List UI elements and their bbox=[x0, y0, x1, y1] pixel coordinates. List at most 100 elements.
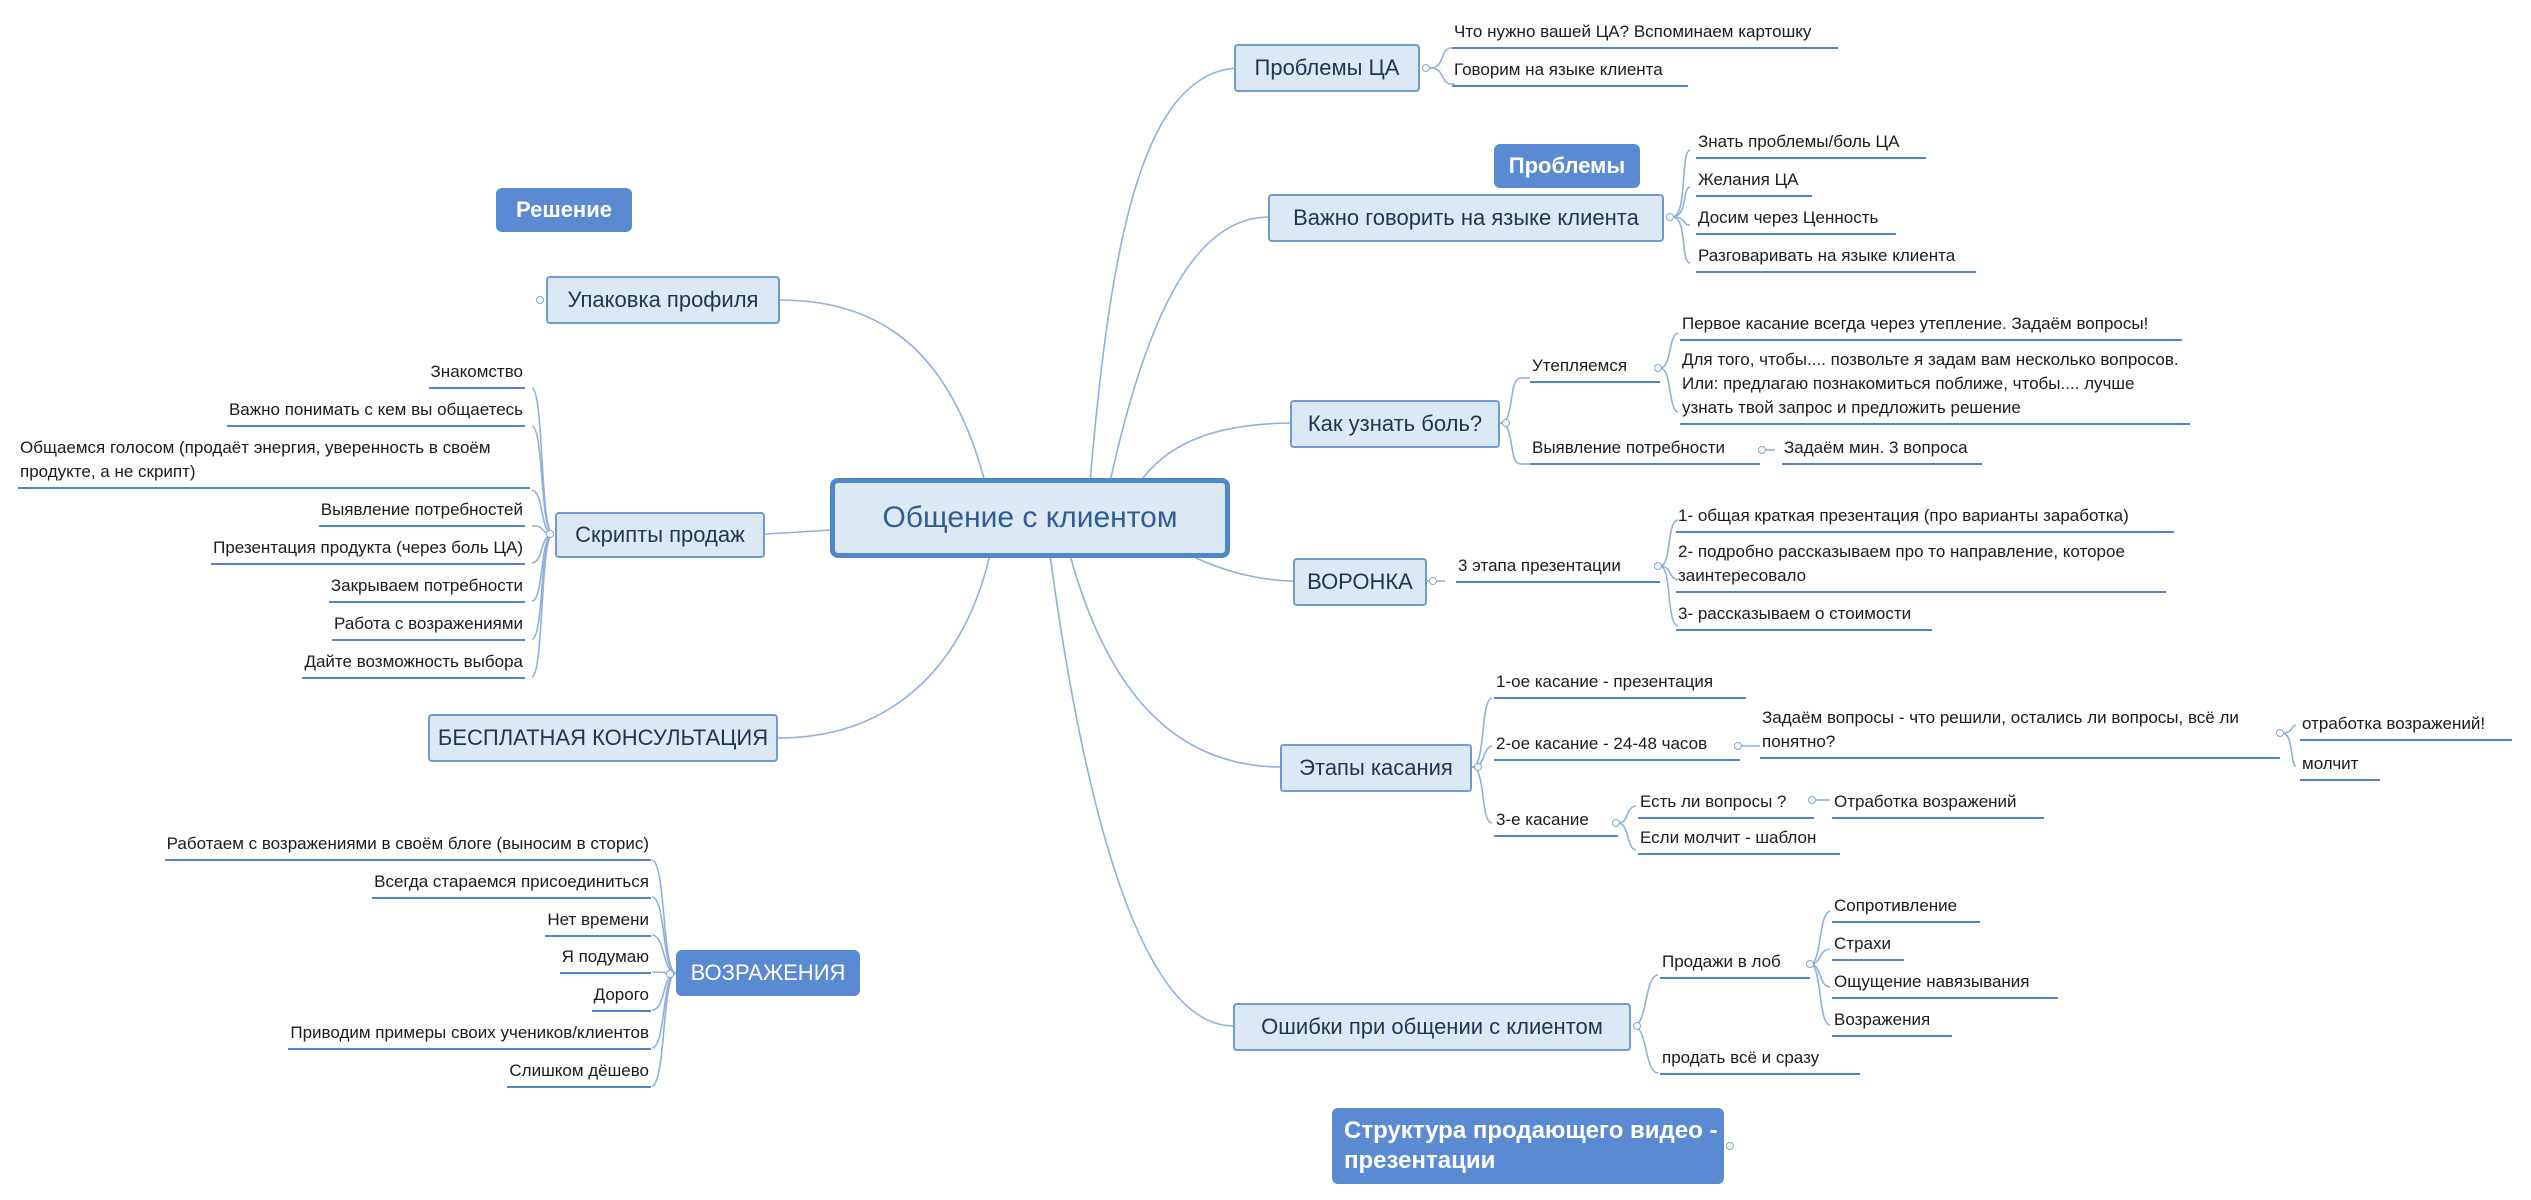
collapse-handle-problemy-ca[interactable] bbox=[1422, 64, 1430, 72]
skripty-item-5: Презентация продукта (через боль ЦА) bbox=[211, 536, 525, 565]
vozrazheniya-item-5: Дорого bbox=[591, 983, 651, 1012]
etapy-second-item-1: отработка возражений! bbox=[2300, 712, 2512, 741]
bol-vyyavlenie: Выявление потребности bbox=[1530, 436, 1760, 465]
collapse-handle-etapy-third[interactable] bbox=[1612, 819, 1620, 827]
link-vazhno bbox=[1109, 216, 1269, 483]
branch-oshibki[interactable]: Ошибки при общении с клиентом bbox=[1233, 1003, 1631, 1051]
vazhno-item-4: Разговаривать на языке клиента bbox=[1696, 244, 1976, 273]
problemy-ca-item-2: Говорим на языке клиента bbox=[1452, 58, 1688, 87]
collapse-handle-voronka-sub[interactable] bbox=[1654, 562, 1662, 570]
floating-topic-struktura-label: Структура продающего видео - презентации bbox=[1344, 1117, 1718, 1174]
branch-vazhno[interactable]: Важно говорить на языке клиента bbox=[1268, 194, 1664, 242]
vozrazheniya-item-7: Слишком дёшево bbox=[507, 1059, 651, 1088]
branch-problemy-ca[interactable]: Проблемы ЦА bbox=[1234, 44, 1420, 92]
etapy-third-q1: Есть ли вопросы ? bbox=[1638, 790, 1814, 819]
floating-topic-struktura[interactable]: Структура продающего видео - презентации bbox=[1332, 1108, 1724, 1184]
branch-upakovka-label: Упаковка профиля bbox=[567, 287, 759, 312]
branch-skripty-label: Скрипты продаж bbox=[575, 522, 745, 547]
collapse-handle-voronka[interactable] bbox=[1429, 577, 1437, 585]
voronka-item-1: 1- общая краткая презентация (про вариан… bbox=[1676, 504, 2174, 533]
oshibki-lob: Продажи в лоб bbox=[1660, 950, 1810, 979]
bol-uteplyaemsya: Утепляемся bbox=[1530, 354, 1660, 383]
voronka-item-3: 3- рассказываем о стоимости bbox=[1676, 602, 1932, 631]
collapse-handle-upakovka[interactable] bbox=[536, 296, 544, 304]
branch-problemy-ca-label: Проблемы ЦА bbox=[1254, 55, 1400, 80]
branch-bol-label: Как узнать боль? bbox=[1307, 411, 1483, 436]
collapse-handle-vozrazheniya[interactable] bbox=[666, 970, 674, 978]
vozrazheniya-item-3: Нет времени bbox=[545, 908, 651, 937]
central-topic-label: Общение с клиентом bbox=[882, 501, 1178, 534]
voronka-item-2: 2- подробно рассказываем про то направле… bbox=[1676, 540, 2166, 593]
skripty-item-7: Работа с возражениями bbox=[332, 612, 525, 641]
etapy-third-q2: Если молчит - шаблон bbox=[1638, 826, 1840, 855]
skripty-item-6: Закрываем потребности bbox=[328, 574, 525, 603]
oshibki-lob-item-3: Ощущение навязывания bbox=[1832, 970, 2058, 999]
collapse-handle-vyyavlenie[interactable] bbox=[1758, 446, 1766, 454]
skripty-item-8: Дайте возможность выбора bbox=[302, 650, 525, 679]
etapy-first: 1-ое касание - презентация bbox=[1494, 670, 1746, 699]
collapse-handle-bol[interactable] bbox=[1502, 419, 1510, 427]
oshibki-lob-item-1: Сопротивление bbox=[1832, 894, 1980, 923]
skripty-item-3: Общаемся голосом (продаёт энергия, увере… bbox=[18, 436, 530, 489]
collapse-handle-skripty[interactable] bbox=[546, 530, 554, 538]
vazhno-item-2: Желания ЦА bbox=[1696, 168, 1812, 197]
branch-upakovka[interactable]: Упаковка профиля bbox=[546, 276, 780, 324]
etapy-third-q1-item: Отработка возражений bbox=[1832, 790, 2044, 819]
branch-konsult[interactable]: БЕСПЛАТНАЯ КОНСУЛЬТАЦИЯ bbox=[428, 714, 778, 762]
branch-vozrazheniya-label: ВОЗРАЖЕНИЯ bbox=[690, 960, 846, 985]
floating-topic-reshenie-label: Решение bbox=[516, 197, 612, 222]
vozrazheniya-item-4: Я подумаю bbox=[559, 945, 651, 974]
vozrazheniya-item-1: Работаем с возражениями в своём блоге (в… bbox=[164, 832, 651, 861]
link-konsult bbox=[777, 554, 991, 739]
oshibki-lob-item-2: Страхи bbox=[1832, 932, 1904, 961]
collapse-handle-oshibki[interactable] bbox=[1633, 1022, 1641, 1030]
collapse-handle-uteplyaemsya[interactable] bbox=[1654, 364, 1662, 372]
branch-voronka[interactable]: ВОРОНКА bbox=[1293, 558, 1427, 606]
collapse-handle-etapy-third-q1[interactable] bbox=[1808, 796, 1816, 804]
etapy-third: 3-е касание bbox=[1494, 808, 1618, 837]
branch-bol[interactable]: Как узнать боль? bbox=[1290, 400, 1500, 448]
problemy-ca-item-1: Что нужно вашей ЦА? Вспоминаем картошку bbox=[1452, 20, 1838, 49]
etapy-second: 2-ое касание - 24-48 часов bbox=[1494, 732, 1740, 761]
branch-etapy-label: Этапы касания bbox=[1299, 755, 1453, 780]
link-upakovka bbox=[779, 299, 986, 483]
collapse-handle-etapy[interactable] bbox=[1474, 763, 1482, 771]
bol-utepl-item-1: Первое касание всегда через утепление. З… bbox=[1680, 312, 2182, 341]
link-skripty bbox=[764, 529, 831, 535]
branch-vazhno-label: Важно говорить на языке клиента bbox=[1293, 205, 1639, 230]
collapse-handle-oshibki-lob[interactable] bbox=[1806, 960, 1814, 968]
vazhno-item-1: Знать проблемы/боль ЦА bbox=[1696, 130, 1926, 159]
collapse-handle-vazhno[interactable] bbox=[1666, 213, 1674, 221]
bol-utepl-item-2: Для того, чтобы.... позвольте я задам ва… bbox=[1680, 348, 2190, 425]
branch-oshibki-label: Ошибки при общении с клиентом bbox=[1261, 1014, 1603, 1039]
branch-etapy[interactable]: Этапы касания bbox=[1280, 744, 1472, 792]
floating-topic-problemy-label: Проблемы bbox=[1508, 153, 1626, 178]
collapse-handle-etapy-second-q[interactable] bbox=[2276, 729, 2284, 737]
voronka-sub: 3 этапа презентации bbox=[1456, 554, 1660, 583]
branch-voronka-label: ВОРОНКА bbox=[1307, 569, 1413, 594]
central-topic[interactable]: Общение с клиентом bbox=[830, 478, 1230, 558]
etapy-second-item-2: молчит bbox=[2300, 752, 2380, 781]
vozrazheniya-item-2: Всегда стараемся присоединиться bbox=[372, 870, 651, 899]
branch-skripty[interactable]: Скрипты продаж bbox=[555, 512, 765, 558]
collapse-handle-etapy-second[interactable] bbox=[1734, 742, 1742, 750]
etapy-second-q: Задаём вопросы - что решили, остались ли… bbox=[1760, 706, 2280, 759]
oshibki-srazu: продать всё и сразу bbox=[1660, 1046, 1860, 1075]
collapse-handle-struktura[interactable] bbox=[1726, 1142, 1734, 1150]
floating-topic-problemy[interactable]: Проблемы bbox=[1494, 144, 1640, 188]
branch-konsult-label: БЕСПЛАТНАЯ КОНСУЛЬТАЦИЯ bbox=[437, 725, 769, 750]
branch-vozrazheniya[interactable]: ВОЗРАЖЕНИЯ bbox=[676, 950, 860, 996]
link-voronka bbox=[1189, 554, 1294, 582]
link-etapy bbox=[1069, 554, 1281, 768]
floating-topic-reshenie[interactable]: Решение bbox=[496, 188, 632, 232]
vazhno-item-3: Досим через Ценность bbox=[1696, 206, 1896, 235]
link-problemy-ca bbox=[1089, 67, 1237, 483]
link-bol bbox=[1139, 422, 1291, 483]
skripty-item-1: Знакомство bbox=[428, 360, 525, 389]
link-oshibki bbox=[1049, 554, 1234, 1027]
skripty-item-4: Выявление потребностей bbox=[318, 498, 525, 527]
bol-vyyavlenie-item: Задаём мин. 3 вопроса bbox=[1782, 436, 1982, 465]
vozrazheniya-item-6: Приводим примеры своих учеников/клиентов bbox=[288, 1021, 651, 1050]
